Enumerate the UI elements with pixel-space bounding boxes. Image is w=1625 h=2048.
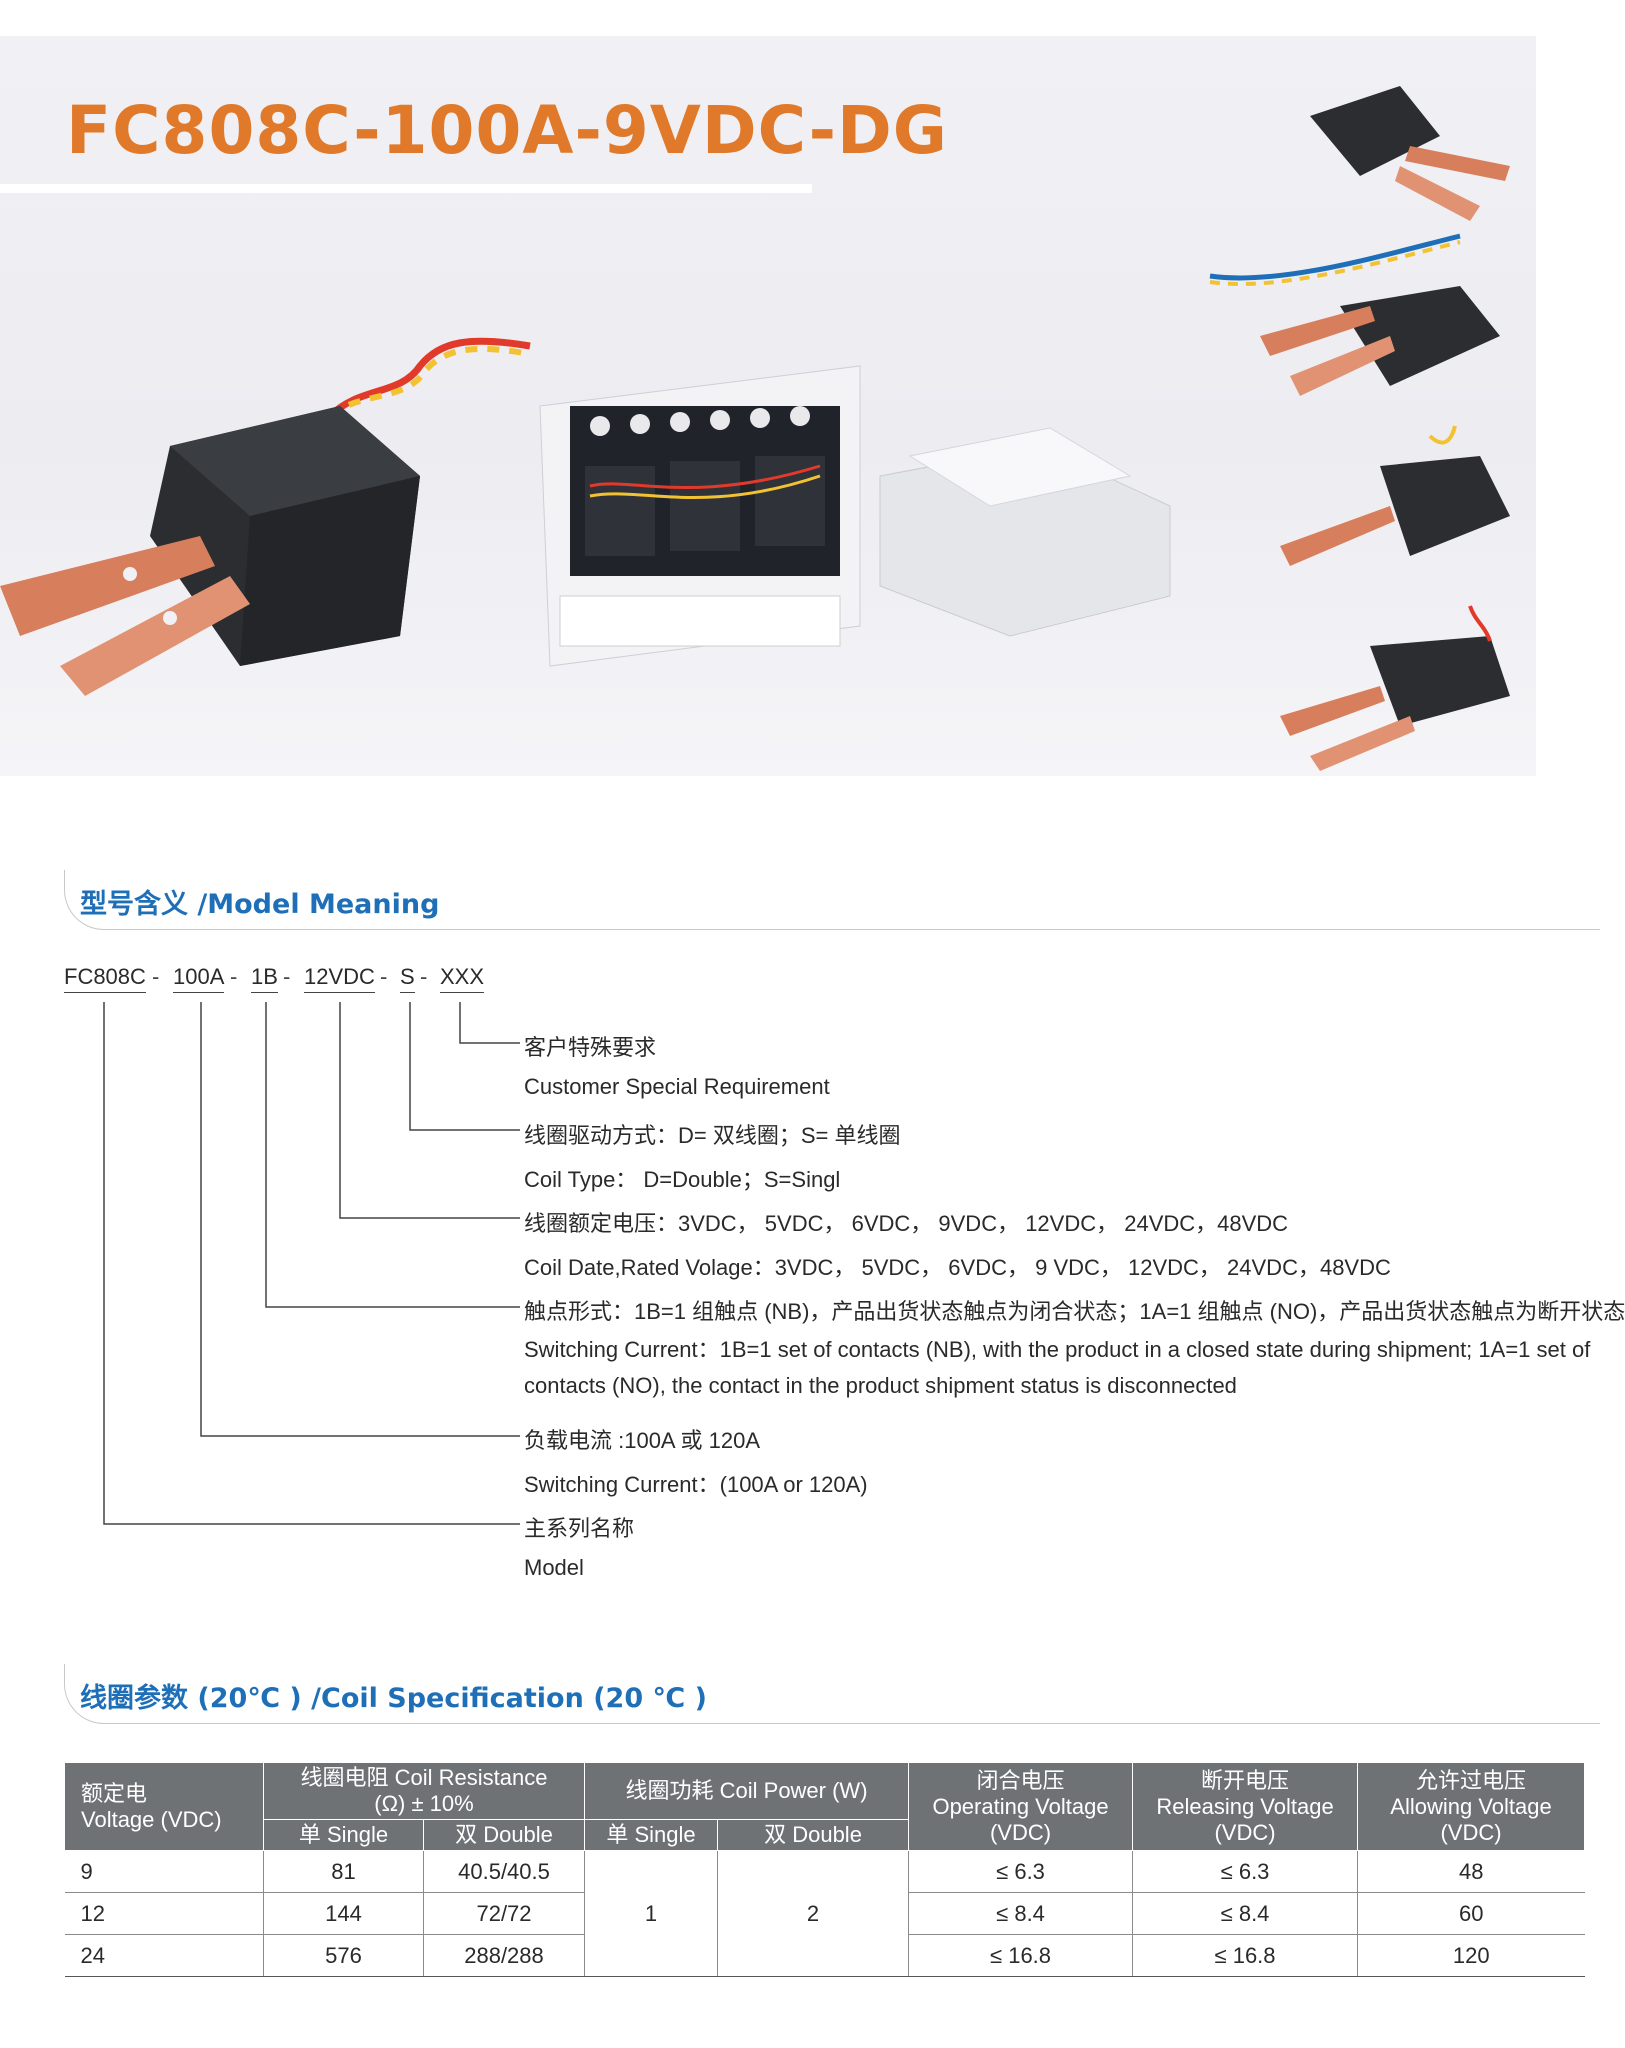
coil-spec-heading: 线圈参数 (20℃ ) /Coil Specification (20 ℃ ) <box>80 1683 707 1714</box>
desc-coil-type-en: Coil Type： D=Double；S=Singl <box>524 1167 841 1192</box>
header-releasing-voltage: 断开电压 Releasing Voltage (VDC) <box>1132 1762 1359 1851</box>
cell-allowing: 48 <box>1357 1850 1585 1893</box>
hero-banner: FC808C-100A-9VDC-DG <box>0 36 1536 776</box>
cell-allowing: 60 <box>1357 1892 1585 1935</box>
code-separator: - <box>283 964 291 989</box>
desc-current-cn: 负载电流 :100A 或 120A <box>524 1428 760 1453</box>
code-segment-coil-type: S <box>400 964 415 993</box>
header-operating-voltage: 闭合电压 Operating Voltage (VDC) <box>908 1762 1134 1851</box>
cell-resistance-double: 288/288 <box>423 1934 586 1977</box>
cell-resistance-double: 72/72 <box>423 1892 586 1935</box>
code-segment-contact: 1B <box>251 964 278 993</box>
cell-resistance-single: 81 <box>263 1850 424 1893</box>
cell-voltage: 9 <box>64 1850 264 1893</box>
header-power-single: 单 Single <box>584 1819 719 1851</box>
header-resistance-double: 双 Double <box>422 1819 586 1851</box>
relay-photo-main <box>0 337 531 696</box>
desc-custom-en: Customer Special Requirement <box>524 1074 830 1099</box>
cell-voltage: 12 <box>64 1892 264 1935</box>
code-segment-voltage: 12VDC <box>304 964 375 993</box>
relay-photo-side-view <box>1280 425 1510 566</box>
cell-power-single: 1 <box>584 1850 719 1977</box>
code-segment-series: FC808C <box>64 964 146 993</box>
table-row: 24 576 288/288 ≤ 16.8 ≤ 16.8 120 <box>64 1934 1585 1977</box>
code-segment-custom: XXX <box>440 964 485 993</box>
product-title: FC808C-100A-9VDC-DG <box>66 92 948 169</box>
code-separator: - <box>380 964 388 989</box>
cell-allowing: 120 <box>1357 1934 1585 1977</box>
cell-voltage: 24 <box>64 1934 264 1977</box>
cell-resistance-single: 576 <box>263 1934 424 1977</box>
cell-operating: ≤ 6.3 <box>908 1850 1134 1893</box>
model-meaning-section-header: 型号含义 /Model Meaning <box>64 870 1600 930</box>
code-separator: - <box>420 964 428 989</box>
relay-module-enclosure-photo <box>539 365 1171 667</box>
header-coil-power: 线圈功耗 Coil Power (W) <box>584 1762 910 1820</box>
table-row: 9 81 40.5/40.5 1 2 ≤ 6.3 ≤ 6.3 48 <box>64 1850 1585 1977</box>
relay-photo-front-view <box>1280 605 1510 771</box>
cell-power-double: 2 <box>717 1850 910 1977</box>
cell-operating: ≤ 8.4 <box>908 1892 1134 1935</box>
cell-resistance-single: 144 <box>263 1892 424 1935</box>
coil-spec-table: 额定电 Voltage (VDC) 线圈电阻 Coil Resistance (… <box>64 1762 1586 1977</box>
table-row: 12 144 72/72 ≤ 8.4 ≤ 8.4 60 <box>64 1892 1585 1935</box>
header-allowing-voltage: 允许过电压 Allowing Voltage (VDC) <box>1357 1762 1586 1851</box>
cell-releasing: ≤ 8.4 <box>1132 1892 1359 1935</box>
desc-voltage-en: Coil Date,Rated Volage：3VDC， 5VDC， 6VDC，… <box>524 1255 1391 1280</box>
cell-releasing: ≤ 6.3 <box>1132 1850 1359 1893</box>
header-resistance-single: 单 Single <box>263 1819 424 1851</box>
coil-spec-section-header: 线圈参数 (20℃ ) /Coil Specification (20 ℃ ) <box>64 1664 1600 1724</box>
code-segment-current: 100A <box>173 964 225 993</box>
relay-photo-wired <box>1209 233 1500 396</box>
desc-contact-cn: 触点形式：1B=1 组触点 (NB)，产品出货状态触点为闭合状态；1A=1 组触… <box>524 1299 1625 1324</box>
header-power-double: 双 Double <box>717 1819 910 1851</box>
desc-voltage-cn: 线圈额定电压：3VDC， 5VDC， 6VDC， 9VDC， 12VDC， 24… <box>524 1211 1289 1236</box>
header-coil-resistance: 线圈电阻 Coil Resistance (Ω) ± 10% <box>262 1762 586 1820</box>
desc-coil-type-cn: 线圈驱动方式：D= 双线圈；S= 单线圈 <box>524 1123 901 1148</box>
header-rated-voltage: 额定电 Voltage (VDC) <box>64 1762 264 1851</box>
desc-custom-cn: 客户特殊要求 <box>524 1035 657 1060</box>
desc-series-cn: 主系列名称 <box>524 1516 635 1541</box>
relay-photo-top-view <box>1310 86 1510 221</box>
code-separator: - <box>152 964 160 989</box>
desc-contact-en: Switching Current：1B=1 set of contacts (… <box>524 1337 1591 1398</box>
desc-series-en: Model <box>524 1555 584 1580</box>
desc-current-en: Switching Current：(100A or 120A) <box>524 1472 868 1497</box>
title-underline <box>0 184 812 193</box>
cell-releasing: ≤ 16.8 <box>1132 1934 1359 1977</box>
code-separator: - <box>230 964 238 989</box>
model-meaning-heading: 型号含义 /Model Meaning <box>80 889 440 920</box>
cell-resistance-double: 40.5/40.5 <box>423 1850 586 1893</box>
cell-operating: ≤ 16.8 <box>908 1934 1134 1977</box>
section-divider <box>64 870 1600 930</box>
section-divider <box>64 1664 1600 1724</box>
